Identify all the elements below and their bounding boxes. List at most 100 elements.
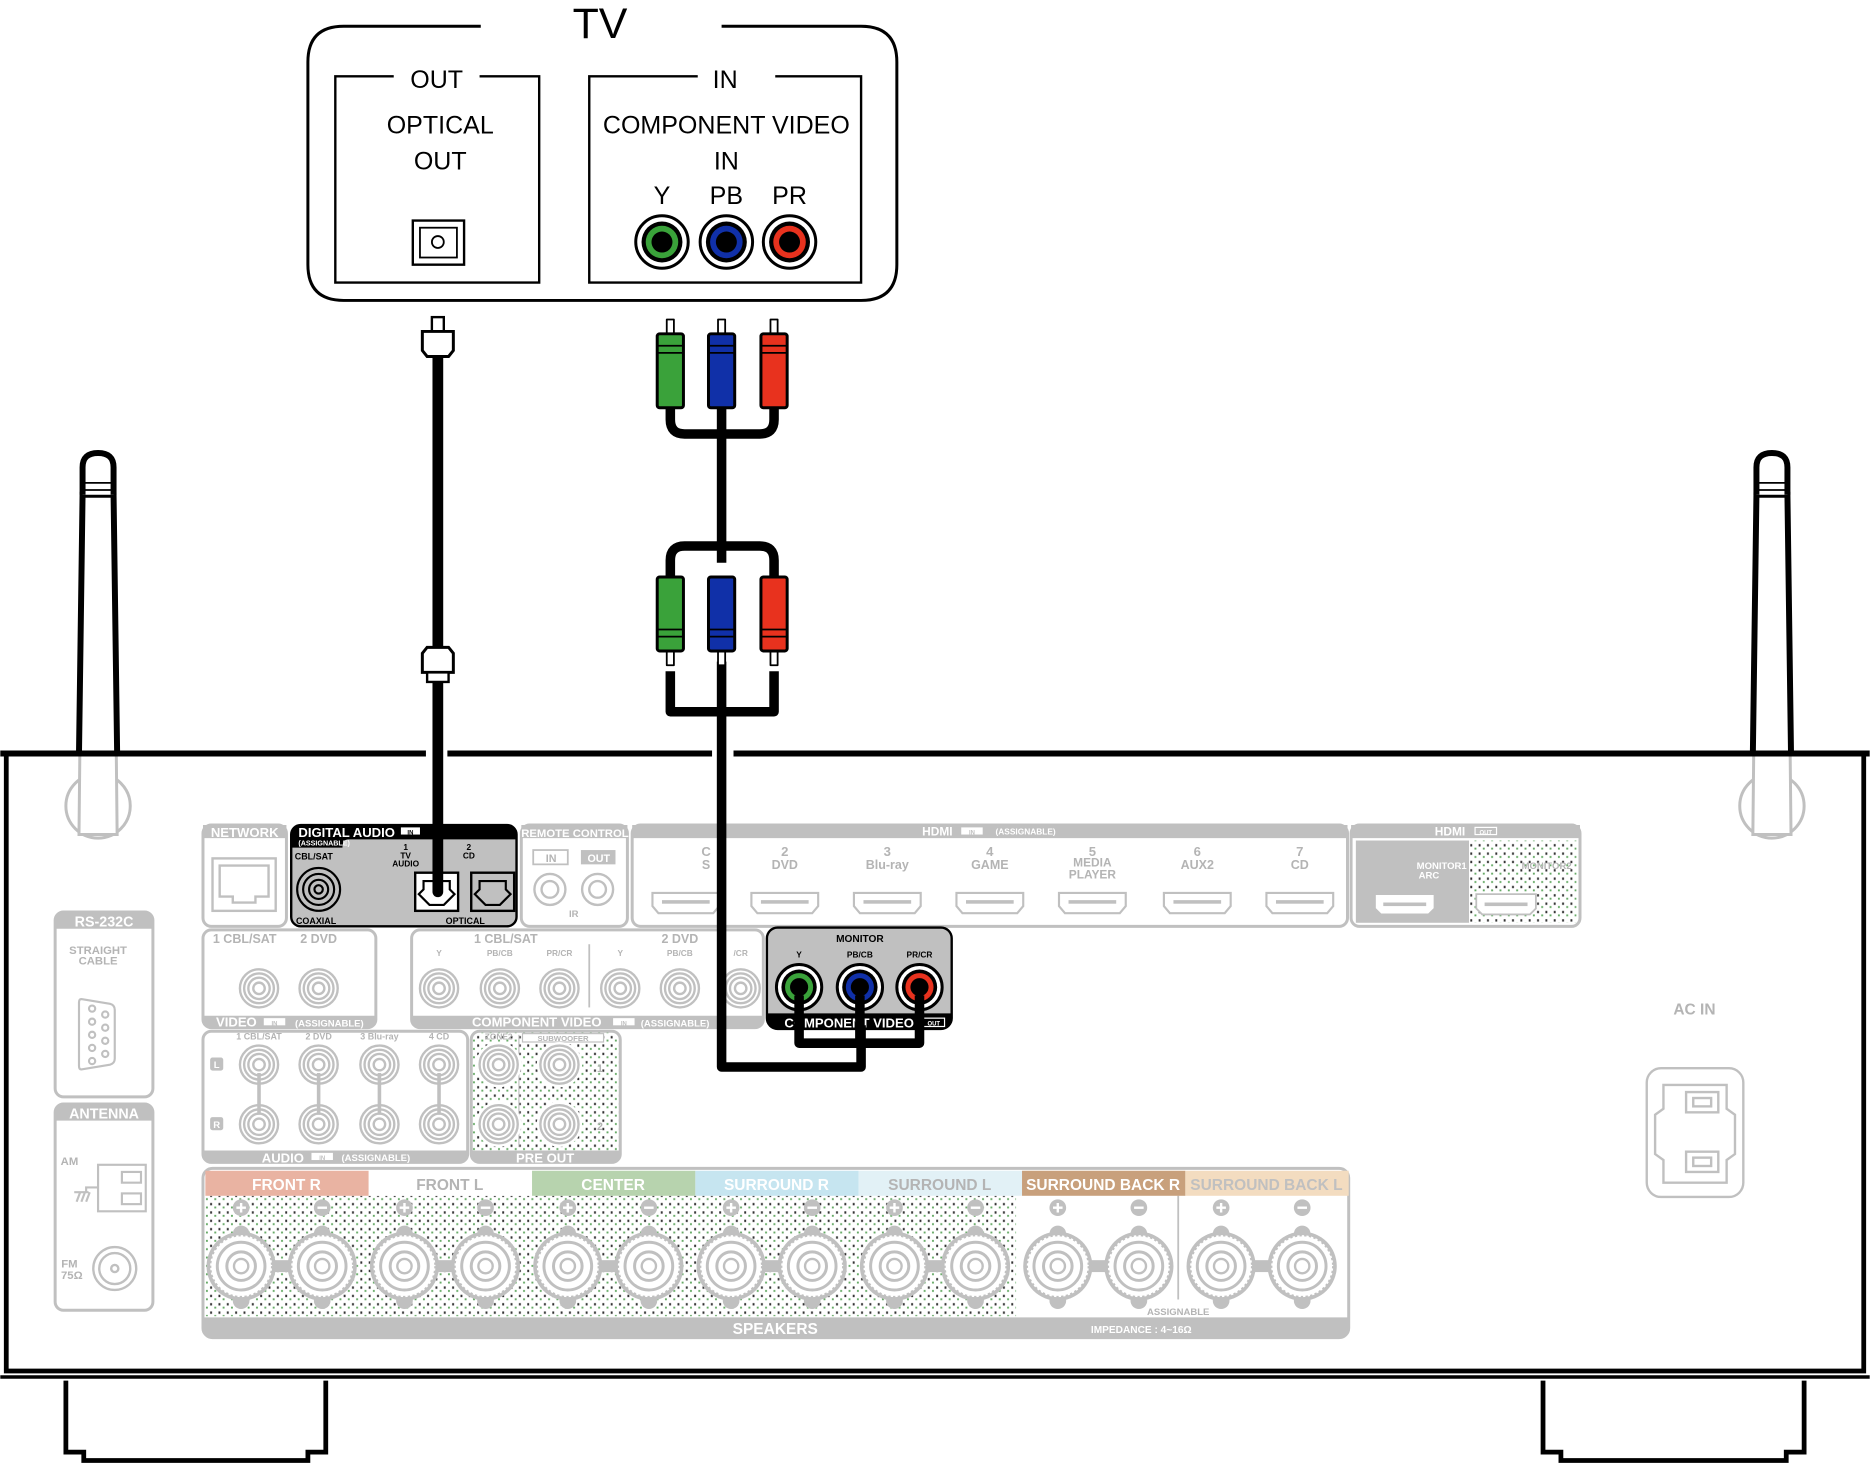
hdmi-input-7[interactable]: 7CD [1265,844,1335,915]
component-input-jack[interactable] [539,968,580,1009]
speaker-terminal-minus[interactable] [940,1199,1011,1310]
audio-input-jack-right[interactable] [418,1103,460,1145]
audio-input-label: 2 DVD [305,1032,332,1042]
speaker-terminal-plus[interactable] [206,1199,276,1310]
speaker-terminal-minus[interactable] [1104,1199,1174,1310]
speaker-terminal-plus[interactable] [1186,1199,1256,1310]
speaker-terminal-minus[interactable] [1267,1199,1337,1310]
tv-jack-label-pb: PB [710,182,743,210]
fm-label: FM [61,1258,77,1270]
video-input-jack-2[interactable] [298,968,339,1009]
monitor-jack-label-pr: PR/CR [907,949,933,959]
audio-input-jack-left[interactable] [418,1044,460,1085]
hdmi-out-panel: HDMI OUT MONITOR1 ARC MONITOR2 [1349,823,1582,928]
rs232c-port[interactable] [77,998,116,1071]
speaker-terminal-plus[interactable] [1023,1199,1093,1310]
monitor1-label: MONITOR1 [1417,861,1468,872]
rs232c-note-1: STRAIGHT [69,945,127,957]
hdmi-in-title: HDMI [922,825,952,839]
speaker-channel-label: FRONT L [416,1177,483,1194]
video-input-2-label: 2 DVD [300,932,337,946]
audio-input-jack-left[interactable] [238,1044,280,1085]
tv-component-jack-pb[interactable] [698,214,755,270]
audio-input-jack-left[interactable] [298,1044,339,1085]
component-video-cable[interactable] [655,318,925,1072]
speaker-terminal-plus[interactable] [859,1199,930,1310]
component-input-jack[interactable] [659,968,701,1009]
tv-optical-out-port[interactable] [411,219,466,266]
tv-out-label: OUT [410,66,463,94]
speaker-terminal-minus[interactable] [287,1199,357,1310]
fm-impedance-label: 75Ω [61,1270,83,1282]
am-antenna-terminal[interactable] [74,1163,147,1213]
hdmi-input-name-2: PLAYER [1069,868,1117,882]
speaker-channel-front-l: FRONT L [368,1170,533,1310]
optical-1-tv: TV [400,850,411,860]
speaker-channel-front-r: FRONT R [205,1170,369,1310]
hdmi-input-name: CD [1291,858,1309,872]
optical-plug-tv-end [420,315,455,358]
speaker-terminal-plus[interactable] [533,1199,603,1310]
audio-input-jack-right[interactable] [298,1103,339,1145]
coaxial-input-jack[interactable] [296,866,342,912]
optical-1-number: 1 [403,842,408,852]
audio-input-jack-left[interactable] [359,1044,400,1085]
zone2-out-jack-left[interactable] [478,1044,519,1085]
audio-assignable: (ASSIGNABLE) [341,1153,410,1164]
audio-input-jack-right[interactable] [359,1103,400,1145]
pre-out-panel: PRE OUT ZONE2 SUBWOOFER 1 2 [469,1029,622,1165]
hdmi-input-number: 7 [1296,844,1303,859]
monitor-component-jack-pb[interactable] [835,963,885,1012]
speaker-terminal-minus[interactable] [614,1199,684,1310]
audio-input-label: 1 CBL/SAT [236,1032,282,1042]
component-input-jack[interactable] [418,968,460,1009]
component-group-1-label: 1 CBL/SAT [474,932,538,946]
audio-input-jack-right[interactable] [238,1103,280,1145]
speaker-terminal-minus[interactable] [450,1199,521,1310]
ethernet-port[interactable] [211,857,277,913]
monitor-component-jack-pr[interactable] [895,963,944,1012]
left-antenna[interactable] [64,450,132,840]
component-input-jack[interactable] [599,968,641,1009]
tv-component-jack-y[interactable] [634,214,690,270]
hdmi-input-number: 4 [986,844,994,859]
remote-out-jack[interactable] [580,872,615,907]
optical-plug-receiver-end [420,645,455,684]
hdmi-input-1[interactable]: CS [651,844,721,915]
assignable-label: ASSIGNABLE [1147,1307,1209,1318]
tv-jack-label-pr: PR [772,182,807,210]
optical-cable[interactable] [420,315,455,898]
tv-component-in-label: IN [714,147,739,175]
optical-input-2-cd[interactable] [470,871,516,913]
speaker-channel-label: SURROUND R [724,1177,829,1194]
monitor-component-jack-y[interactable] [774,963,824,1012]
speaker-terminal-minus[interactable] [777,1199,847,1310]
fm-antenna-jack[interactable] [92,1245,138,1292]
subwoofer-out-jack-1[interactable] [539,1044,580,1085]
speaker-terminal-plus[interactable] [369,1199,440,1310]
antenna-title: ANTENNA [69,1106,139,1122]
hdmi-out-monitor1-port[interactable] [1374,893,1436,916]
video-input-jack-1[interactable] [238,968,280,1009]
right-antenna[interactable] [1738,450,1806,840]
remote-in-jack[interactable] [533,872,567,907]
zone2-out-jack-right[interactable] [478,1103,519,1145]
speaker-terminal-plus[interactable] [696,1199,766,1310]
audio-left-label: L [214,1060,220,1071]
subwoofer-out-jack-2[interactable] [539,1103,580,1145]
ac-in-socket[interactable] [1645,1067,1745,1199]
hdmi-out-monitor2-port[interactable] [1475,893,1537,916]
rca-plug-tv-pb [706,318,737,410]
component-jack-label: Y [436,948,442,958]
hdmi-input-number: C [701,844,711,859]
tv-component-jack-pr[interactable] [761,214,818,270]
component-input-jack[interactable] [479,968,521,1009]
speaker-channel-surround-back-r: SURROUND BACK R [1022,1170,1186,1310]
component-in-title: COMPONENT VIDEO [472,1014,602,1029]
